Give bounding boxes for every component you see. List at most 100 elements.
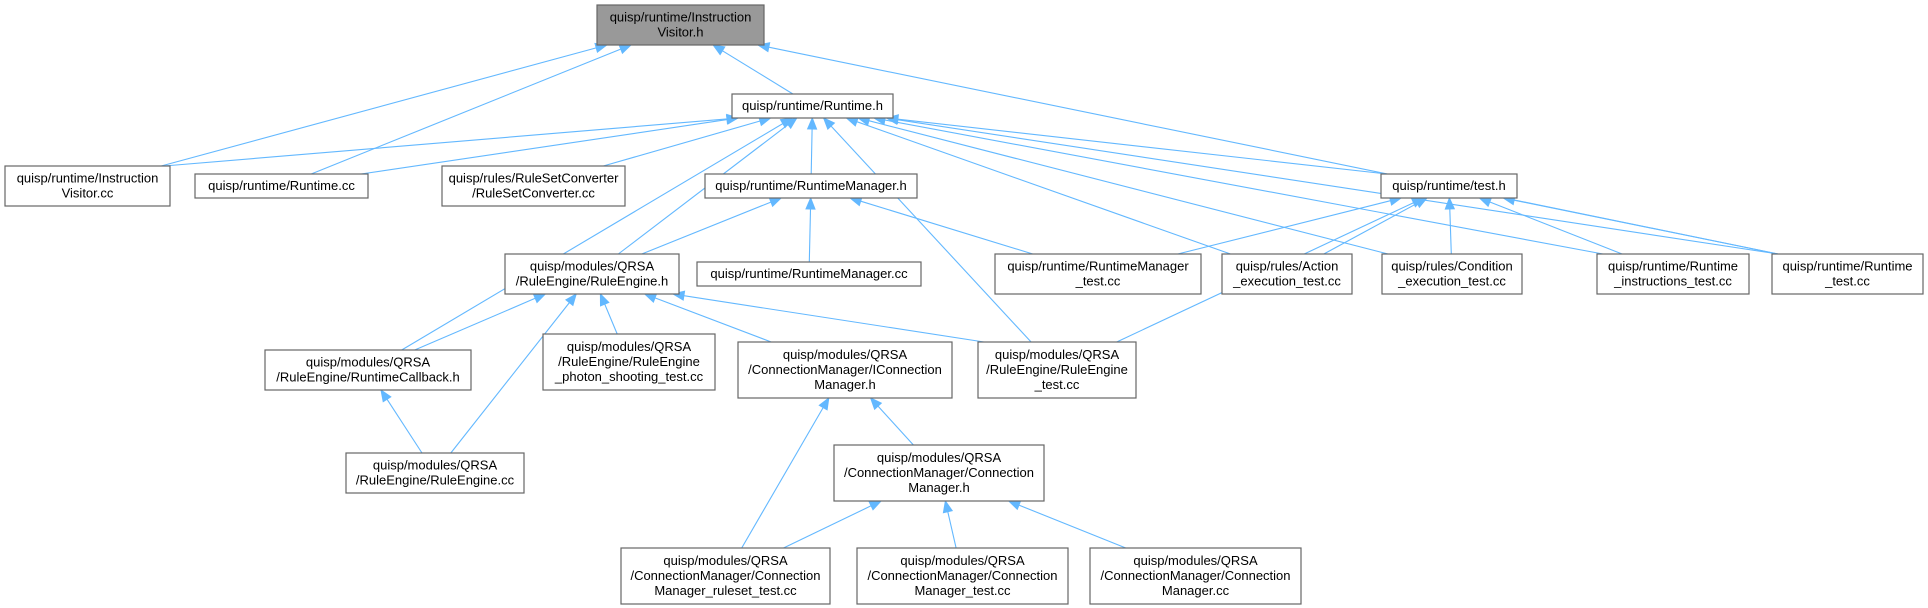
edge-line [1018, 504, 1127, 549]
edge-line [783, 505, 872, 549]
node-box [1380, 173, 1518, 199]
node-runtime-cc[interactable]: quisp/runtime/Runtime.cc [194, 173, 369, 199]
node-runtime-h[interactable]: quisp/runtime/Runtime.h [731, 93, 894, 119]
edge-line [161, 47, 597, 167]
edge-line [414, 297, 536, 351]
edge-line [1489, 201, 1623, 255]
edge-line [450, 302, 570, 454]
edge-line [1513, 199, 1779, 255]
arrowhead-icon [599, 292, 610, 307]
node-label: quisp/modules/QRSA [373, 458, 498, 473]
edge-line [163, 118, 728, 167]
node-label: _test.cc [1034, 377, 1080, 392]
edge-line [947, 511, 957, 549]
node-label: quisp/modules/QRSA [567, 339, 692, 354]
edge-line [856, 121, 1231, 255]
node-box [542, 333, 716, 391]
node-label: quisp/runtime/RuntimeManager.h [715, 178, 907, 193]
node-label: /RuleEngine/RuleEngine.h [516, 274, 669, 289]
node-box [1381, 253, 1523, 295]
node-test-h[interactable]: quisp/runtime/test.h [1380, 173, 1518, 199]
edge-connmgr_ruleset_test-to-connmgr_h [783, 500, 883, 549]
edge-line [897, 119, 1779, 255]
node-label: Manager.cc [1162, 583, 1230, 598]
node-label: /ConnectionManager/Connection [630, 568, 820, 583]
node-connmgr-test[interactable]: quisp/modules/QRSA/ConnectionManager/Con… [856, 547, 1069, 605]
edge-line [741, 407, 824, 549]
node-action-test[interactable]: quisp/rules/Action_execution_test.cc [1221, 253, 1353, 295]
node-rtmgr-test[interactable]: quisp/runtime/RuntimeManager_test.cc [994, 253, 1202, 295]
node-label: /ConnectionManager/IConnection [748, 362, 942, 377]
edge-ruleengine_test-to-runtime_h [822, 117, 1032, 343]
node-connmgr-ruleset-test[interactable]: quisp/modules/QRSA/ConnectionManager/Con… [620, 547, 831, 605]
edge-line [1449, 208, 1452, 255]
node-box [345, 452, 525, 494]
edge-line [810, 128, 813, 175]
node-label: quisp/rules/Condition [1391, 259, 1512, 274]
node-label: quisp/modules/QRSA [663, 553, 788, 568]
node-connmgr-h[interactable]: quisp/modules/QRSA/ConnectionManager/Con… [833, 444, 1045, 502]
edge-rtmgr_h-to-runtime_h [806, 116, 818, 175]
node-ruleengine-test[interactable]: quisp/modules/QRSA/RuleEngine/RuleEngine… [977, 341, 1137, 399]
node-ruleengine-h[interactable]: quisp/modules/QRSA/RuleEngine/RuleEngine… [504, 253, 680, 295]
node-label: Visitor.h [657, 25, 703, 40]
arrowhead-icon [711, 44, 726, 56]
node-box [1596, 253, 1750, 295]
edge-line [897, 118, 1388, 175]
node-label: /RuleSetConverter.cc [472, 186, 595, 201]
edge-rtmgr_cc-to-rtmgr_h [805, 196, 816, 263]
node-label: quisp/runtime/Instruction [17, 171, 159, 186]
node-box [194, 173, 369, 199]
node-label: quisp/modules/QRSA [306, 355, 431, 370]
node-label: /ConnectionManager/Connection [867, 568, 1057, 583]
node-rulesetconv-cc[interactable]: quisp/rules/RuleSetConverter/RuleSetConv… [441, 165, 626, 207]
arrowhead-icon [869, 397, 883, 411]
node-runtime-test[interactable]: quisp/runtime/Runtime_test.cc [1771, 253, 1924, 295]
edge-line [617, 124, 789, 255]
node-condition-test[interactable]: quisp/rules/Condition_execution_test.cc [1381, 253, 1523, 295]
node-iconnmgr-h[interactable]: quisp/modules/QRSA/ConnectionManager/ICo… [737, 341, 953, 399]
node-connmgr-cc[interactable]: quisp/modules/QRSA/ConnectionManager/Con… [1089, 547, 1302, 605]
node-rtcallback-h[interactable]: quisp/modules/QRSA/RuleEngine/RuntimeCal… [264, 349, 472, 391]
node-label: _execution_test.cc [1397, 274, 1506, 289]
node-label: quisp/rules/Action [1236, 259, 1339, 274]
node-rtmgr-cc[interactable]: quisp/runtime/RuntimeManager.cc [696, 261, 922, 287]
edge-ruleengine_cc-to-rtcallback_h [380, 388, 423, 454]
node-ruleengine-cc[interactable]: quisp/modules/QRSA/RuleEngine/RuleEngine… [345, 452, 525, 494]
arrowhead-icon [942, 499, 954, 514]
node-label: quisp/runtime/RuntimeManager [1007, 259, 1189, 274]
node-label: Manager_test.cc [914, 583, 1011, 598]
arrowhead-icon [779, 117, 794, 129]
node-runtime-instr-test[interactable]: quisp/runtime/Runtime_instructions_test.… [1596, 253, 1750, 295]
node-label: /RuleEngine/RuntimeCallback.h [276, 370, 460, 385]
edge-runtime_cc-to-instvis_h [310, 44, 633, 175]
node-box [856, 547, 1069, 605]
node-label: quisp/runtime/RuntimeManager.cc [710, 266, 908, 281]
edge-photon_test-to-ruleengine_h [599, 292, 618, 335]
node-label: quisp/runtime/Runtime [1782, 259, 1912, 274]
edge-line [604, 303, 618, 335]
edge-condition_test-to-test_h [1444, 196, 1456, 255]
node-label: quisp/runtime/Runtime.cc [208, 178, 355, 193]
arrowhead-icon [1444, 196, 1456, 210]
node-label: Manager.h [814, 377, 875, 392]
edge-line [884, 119, 1604, 255]
node-box [994, 253, 1202, 295]
node-box [833, 444, 1045, 502]
edge-line [654, 297, 772, 343]
node-photon-test[interactable]: quisp/modules/QRSA/RuleEngine/RuleEngine… [542, 333, 716, 391]
node-label: quisp/modules/QRSA [1133, 553, 1258, 568]
edge-line [808, 208, 812, 263]
edge-line [868, 120, 1389, 255]
nodes-layer: quisp/runtime/InstructionVisitor.hquisp/… [4, 4, 1924, 605]
node-rtmgr-h[interactable]: quisp/runtime/RuntimeManager.h [704, 173, 918, 199]
edge-line [603, 120, 761, 167]
node-label: /RuleEngine/RuleEngine [986, 362, 1128, 377]
node-box [1771, 253, 1924, 295]
edge-line [1323, 202, 1418, 255]
node-box [4, 165, 171, 207]
node-label: /RuleEngine/RuleEngine.cc [356, 473, 515, 488]
node-label: quisp/modules/QRSA [877, 450, 1002, 465]
